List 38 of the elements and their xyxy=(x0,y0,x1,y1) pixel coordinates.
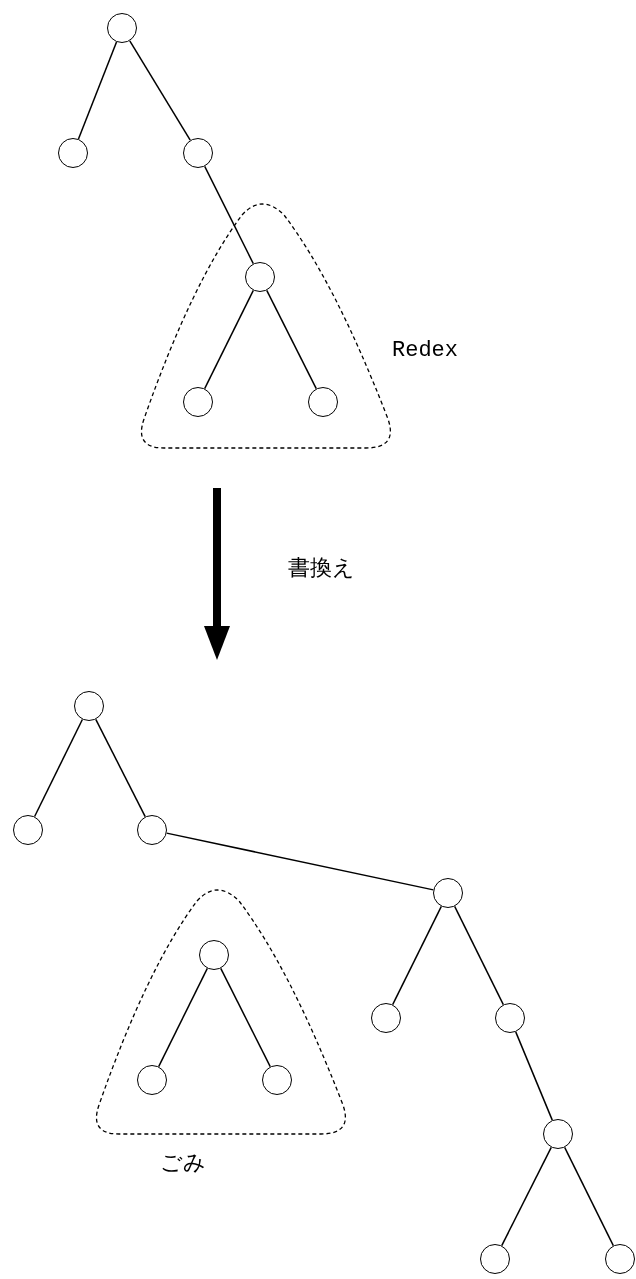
tree-edge xyxy=(453,905,505,1006)
tree-edge xyxy=(203,165,255,265)
tree-node-circle xyxy=(495,1003,525,1033)
tree-edge xyxy=(501,1146,552,1247)
tree-edge xyxy=(203,289,255,390)
tree-edge xyxy=(220,967,271,1068)
tree-edge xyxy=(515,1031,553,1121)
tree-edge xyxy=(157,967,209,1068)
tree-node-circle xyxy=(371,1003,401,1033)
tree-edge xyxy=(95,718,146,818)
tree-node-circle xyxy=(199,940,229,970)
tree-node-circle xyxy=(13,815,43,845)
dashed-subtree-outline xyxy=(140,203,392,449)
tree-edge xyxy=(77,41,118,140)
tree-node-circle xyxy=(262,1065,292,1095)
tree-node-circle xyxy=(480,1244,510,1274)
tree-node-circle xyxy=(543,1119,573,1149)
tree-node-circle xyxy=(605,1244,635,1274)
tree-node-circle xyxy=(183,387,213,417)
tree-node-circle xyxy=(74,691,104,721)
node-caption: Redex xyxy=(392,338,458,363)
node-caption: ごみ xyxy=(160,1149,206,1177)
tree-edge xyxy=(165,832,435,891)
tree-node-circle xyxy=(245,262,275,292)
tree-edge xyxy=(563,1146,615,1247)
tree-edge xyxy=(266,289,317,390)
tree-edge xyxy=(391,905,443,1006)
tree-node-circle xyxy=(107,13,137,43)
tree-edge xyxy=(33,718,84,818)
tree-edge xyxy=(129,40,191,141)
tree-node-circle xyxy=(183,138,213,168)
tree-node-circle xyxy=(433,878,463,908)
arrow-label: 書換え xyxy=(288,554,355,582)
tree-node-circle xyxy=(137,1065,167,1095)
tree-node-circle xyxy=(58,138,88,168)
tree-node-circle xyxy=(308,387,338,417)
tree-node-circle xyxy=(137,815,167,845)
dashed-subtree-outline xyxy=(95,889,347,1135)
